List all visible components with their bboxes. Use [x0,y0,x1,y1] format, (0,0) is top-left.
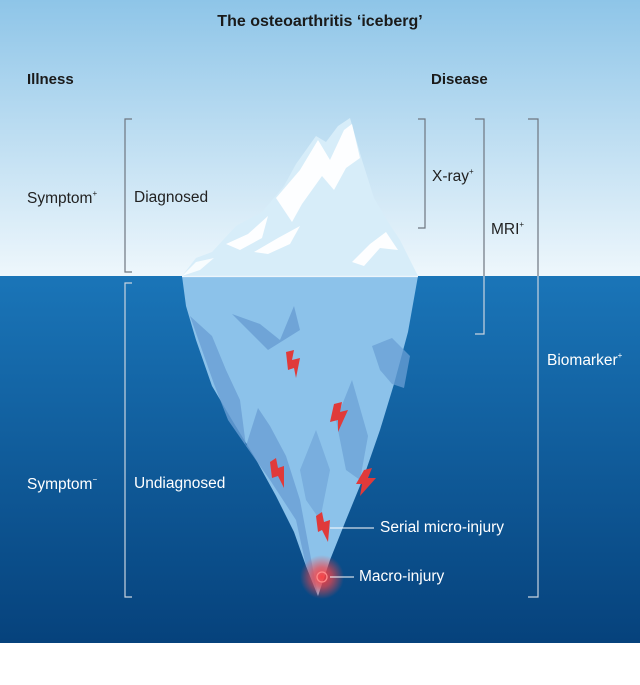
injury-bolts [270,350,376,542]
mri-bracket-above [475,118,485,276]
biomarker-bracket-above [528,118,539,276]
bolt-icon [330,402,348,432]
symptom-positive-label: Symptom+ [27,189,98,207]
bolt-icon [286,350,300,378]
undiagnosed-label: Undiagnosed [134,475,226,492]
iceberg-underwater [182,276,418,596]
diagnosed-label: Diagnosed [134,189,209,206]
undiagnosed-bracket [124,282,132,598]
page-margin [0,643,640,685]
micro-injury-label: Serial micro-injury [380,519,505,536]
iceberg-tip [182,118,418,276]
disease-header: Disease [431,71,488,88]
bolt-icon [316,512,330,542]
macro-injury-label: Macro-injury [359,568,445,585]
bolt-icon [270,458,284,488]
xray-bracket [418,118,426,229]
figure-title: The osteoarthritis ‘iceberg’ [217,13,423,30]
biomarker-label: Biomarker+ [547,351,623,369]
bolt-icon [356,468,376,496]
mri-bracket-below [475,276,485,335]
symptom-negative-label: Symptom− [27,475,98,493]
biomarker-bracket-below [528,276,539,598]
macro-injury-marker [300,555,344,599]
xray-label: X-ray+ [432,167,474,185]
diagnosed-bracket [124,118,132,273]
mri-label: MRI+ [491,220,525,238]
illness-header: Illness [27,71,74,88]
